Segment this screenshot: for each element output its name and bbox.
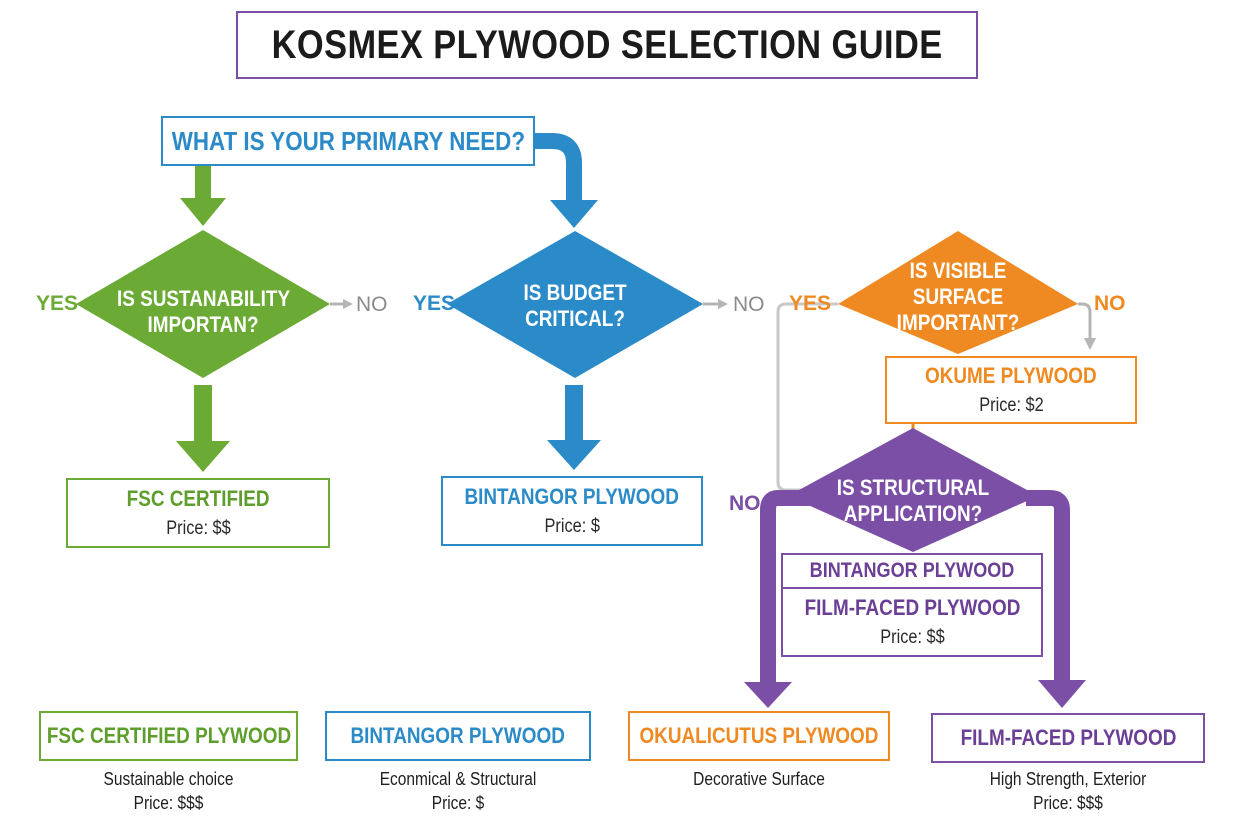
budget-line2: CRITICAL?: [525, 306, 625, 331]
fsc-certified-result: FSC CERTIFIED Price: $$: [66, 478, 330, 548]
blue-arrow-top: [535, 133, 598, 228]
blue-arrow-bottom: [547, 385, 601, 470]
purple-arrow-right: [1026, 490, 1086, 708]
surface-no-label: NO: [1094, 292, 1126, 315]
summary-film-faced-card: FILM-FACED PLYWOOD: [931, 713, 1205, 763]
grey-arrow-surface-no: [1078, 302, 1096, 350]
fsc-result-price: Price: $$: [165, 518, 231, 539]
budget-no-label: NO: [733, 293, 765, 316]
summary-film-faced-price: Price: $$$: [1033, 793, 1103, 813]
budget-line1: IS BUDGET: [523, 280, 627, 305]
structural-no-label: NO: [729, 492, 761, 515]
page-title: KOSMEX PLYWOOD SELECTION GUIDE: [271, 22, 943, 67]
summary-bintangor-caption: Econmical & Structural Price: $: [325, 767, 591, 815]
sustainability-line1: IS SUSTANABILITY: [117, 286, 291, 311]
summary-bintangor-card: BINTANGOR PLYWOOD: [325, 711, 591, 761]
surface-yes-label: YES: [789, 292, 832, 315]
fsc-result-name: FSC CERTIFIED: [126, 486, 270, 511]
summary-film-faced-desc: High Strength, Exterior: [989, 769, 1147, 789]
summary-fsc-price: Price: $$$: [133, 793, 204, 813]
film-faced-result: FILM-FACED PLYWOOD Price: $$: [781, 587, 1043, 657]
summary-bintangor-desc: Econmical & Structural: [379, 769, 537, 789]
bintangor-structural-result: BINTANGOR PLYWOOD: [781, 553, 1043, 589]
sustainability-question: IS SUSTANABILITY IMPORTAN?: [103, 286, 303, 338]
sustainability-yes-label: YES: [36, 292, 79, 315]
grey-line-surface-yes: [776, 302, 838, 492]
okume-result-price: Price: $2: [978, 395, 1044, 416]
purple-arrow-left: [744, 490, 810, 708]
green-arrow-bottom: [176, 385, 230, 472]
question-label: WHAT IS YOUR PRIMARY NEED?: [171, 125, 525, 156]
film-faced-result-name: FILM-FACED PLYWOOD: [804, 595, 1020, 620]
bintangor-result-name: BINTANGOR PLYWOOD: [464, 484, 680, 509]
sustainability-no-label: NO: [356, 293, 388, 316]
diamond-surface: [838, 231, 1078, 354]
okume-result-name: OKUME PLYWOOD: [925, 363, 1097, 388]
diamond-structural: [788, 428, 1038, 552]
grey-arrow-no-1: [330, 299, 353, 309]
summary-fsc-caption: Sustainable choice Price: $$$: [39, 767, 298, 815]
summary-bintangor-name: BINTANGOR PLYWOOD: [350, 723, 566, 748]
grey-arrow-no-2: [703, 299, 728, 309]
film-faced-result-price: Price: $$: [879, 627, 945, 648]
summary-okualicutus-card: OKUALICUTUS PLYWOOD: [628, 711, 890, 761]
summary-film-faced-caption: High Strength, Exterior Price: $$$: [931, 767, 1205, 815]
budget-yes-label: YES: [413, 292, 456, 315]
surface-line3: IMPORTANT?: [896, 310, 1020, 335]
surface-line2: SURFACE: [912, 284, 1004, 309]
surface-question: IS VISIBLE SURFACE IMPORTANT?: [858, 258, 1058, 336]
summary-bintangor-price: Price: $: [431, 793, 485, 813]
surface-line1: IS VISIBLE: [909, 258, 1007, 283]
summary-fsc-desc: Sustainable choice: [103, 769, 234, 789]
summary-okualicutus-caption: Decorative Surface: [628, 767, 890, 791]
diamond-sustainability: [76, 230, 330, 378]
summary-okualicutus-desc: Decorative Surface: [693, 769, 825, 789]
sustainability-line2: IMPORTAN?: [147, 312, 259, 337]
budget-question: IS BUDGET CRITICAL?: [475, 280, 675, 332]
summary-fsc-card: FSC CERTIFIED PLYWOOD: [39, 711, 298, 761]
diamond-budget: [447, 231, 703, 378]
structural-line2: APPLICATION?: [843, 501, 983, 526]
structural-line1: IS STRUCTURAL: [836, 475, 990, 500]
bintangor-structural-name: BINTANGOR PLYWOOD: [809, 559, 1015, 582]
bintangor-result-price: Price: $: [544, 516, 600, 537]
structural-question: IS STRUCTURAL APPLICATION?: [813, 475, 1013, 527]
summary-fsc-name: FSC CERTIFIED PLYWOOD: [46, 723, 291, 748]
summary-okualicutus-name: OKUALICUTUS PLYWOOD: [639, 723, 879, 748]
okume-result: OKUME PLYWOOD Price: $2: [885, 356, 1137, 424]
title-box: KOSMEX PLYWOOD SELECTION GUIDE: [236, 11, 978, 79]
green-arrow-top: [180, 166, 226, 226]
primary-need-question: WHAT IS YOUR PRIMARY NEED?: [161, 116, 535, 166]
summary-film-faced-name: FILM-FACED PLYWOOD: [960, 725, 1176, 750]
bintangor-result: BINTANGOR PLYWOOD Price: $: [441, 476, 703, 546]
